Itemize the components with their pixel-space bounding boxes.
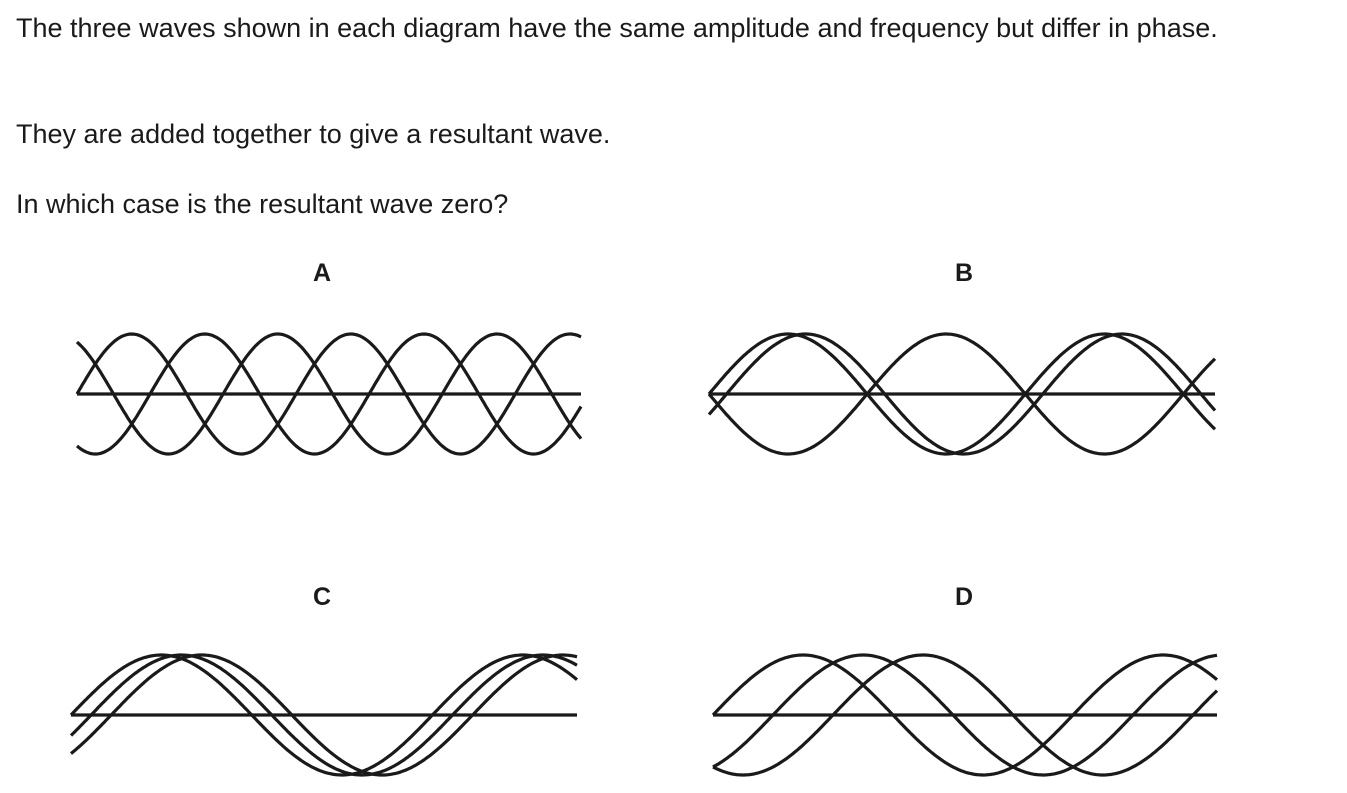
diagram-c-wave-2	[69, 653, 578, 777]
diagram-b-wave-3	[707, 332, 1217, 456]
diagram-a-wave-3	[75, 332, 583, 456]
question-prompt: In which case is the resultant wave zero…	[16, 189, 509, 219]
diagram-a	[75, 332, 583, 456]
diagram-d-wave-3	[712, 653, 1219, 777]
diagram-c-wave-1	[69, 653, 579, 777]
option-c-label: C	[312, 583, 332, 611]
diagram-c	[69, 653, 579, 777]
diagram-d-wave-1	[711, 653, 1219, 777]
diagram-b	[707, 332, 1217, 456]
diagram-b-wave-2	[707, 332, 1217, 456]
diagram-a-wave-2	[76, 332, 583, 456]
diagram-c-wave-3	[69, 653, 578, 777]
option-d-label: D	[954, 583, 974, 611]
question-text-line1: The three waves shown in each diagram ha…	[16, 13, 1218, 43]
option-a-label: A	[312, 259, 332, 287]
question-text-line2: They are added together to give a result…	[16, 119, 611, 149]
option-b-label: B	[954, 259, 974, 287]
diagram-d	[711, 653, 1219, 777]
